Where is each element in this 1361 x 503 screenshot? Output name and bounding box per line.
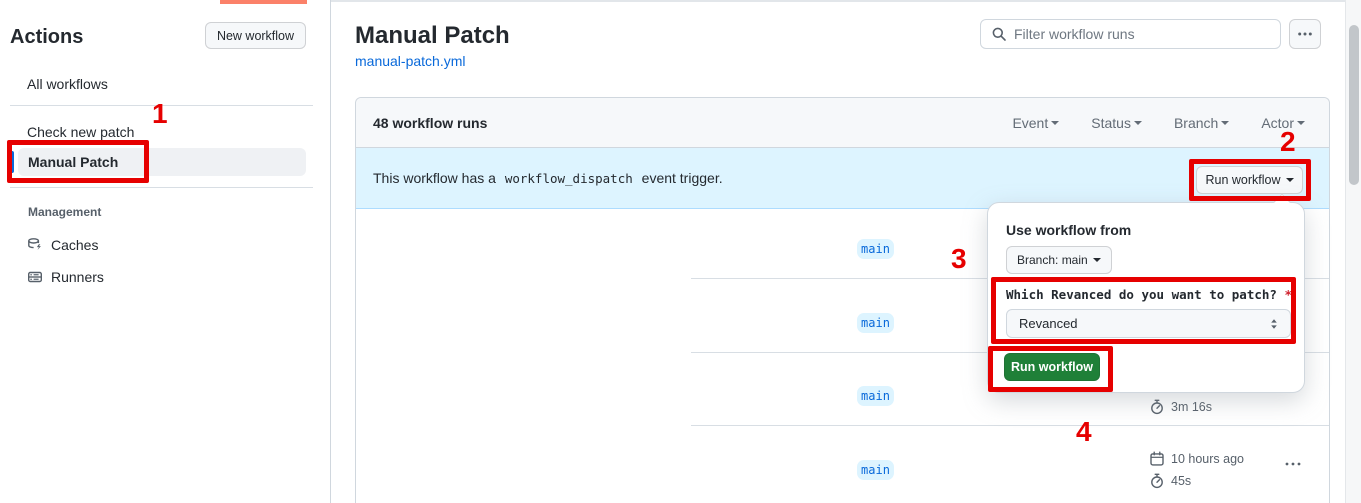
required-marker: * bbox=[1284, 287, 1292, 302]
branch-selector-button[interactable]: Branch: main bbox=[1006, 246, 1112, 274]
sidebar-item-label: Caches bbox=[51, 237, 99, 253]
branch-selector-label: Branch: main bbox=[1017, 253, 1088, 267]
annotation-highlight-top bbox=[220, 0, 307, 4]
filter-workflow-runs-input[interactable] bbox=[1014, 26, 1270, 42]
stopwatch-icon bbox=[1149, 473, 1165, 489]
run-workflow-label: Run workflow bbox=[1205, 173, 1281, 187]
sidebar-item-caches[interactable]: Caches bbox=[27, 237, 98, 253]
scrollbar-thumb[interactable] bbox=[1349, 25, 1359, 185]
duration-text: 45s bbox=[1171, 474, 1192, 488]
more-options-button[interactable] bbox=[1289, 19, 1321, 49]
branch-badge[interactable]: main bbox=[857, 386, 894, 406]
page-title: Manual Patch bbox=[355, 22, 510, 49]
triangle-down-icon bbox=[1221, 120, 1230, 129]
kebab-horizontal-icon bbox=[1297, 26, 1313, 42]
sidebar-title: Actions bbox=[10, 26, 84, 48]
run-workflow-dialog: Use workflow from Branch: main Which Rev… bbox=[987, 193, 1305, 393]
triangle-down-icon bbox=[1051, 120, 1060, 129]
banner-event-code: workflow_dispatch bbox=[504, 171, 633, 186]
branch-name: main bbox=[861, 389, 890, 403]
sidebar-item-all-workflows[interactable]: All workflows bbox=[27, 76, 108, 92]
cache-icon bbox=[27, 237, 43, 253]
branch-name: main bbox=[861, 463, 890, 477]
workflow-runs-table: 48 workflow runs Event Status Branch Act… bbox=[355, 97, 1330, 503]
scrollbar-track[interactable] bbox=[1345, 0, 1361, 503]
new-workflow-button[interactable]: New workflow bbox=[205, 22, 306, 49]
chevron-up-down-icon bbox=[1266, 316, 1282, 332]
input-label-text: Which Revanced do you want to patch? bbox=[1006, 287, 1277, 302]
actions-sidebar: Actions New workflow All workflows Check… bbox=[0, 0, 330, 503]
run-workflow-submit-button[interactable]: Run workflow bbox=[1004, 353, 1100, 381]
run-duration: 3m 16s bbox=[1149, 399, 1212, 415]
sidebar-item-check-new-patch[interactable]: Check new patch bbox=[27, 124, 135, 140]
sidebar-item-label: Manual Patch bbox=[28, 154, 119, 170]
dialog-title: Use workflow from bbox=[1006, 222, 1132, 238]
triangle-down-icon bbox=[1285, 178, 1294, 186]
workflow-input-label: Which Revanced do you want to patch? * bbox=[1006, 287, 1292, 302]
filter-actor-dropdown[interactable]: Actor bbox=[1261, 115, 1305, 131]
triangle-down-icon bbox=[1297, 120, 1305, 129]
filter-workflow-runs-field bbox=[980, 19, 1281, 49]
age-text: 10 hours ago bbox=[1171, 452, 1244, 466]
annotation-step-1: 1 bbox=[152, 98, 168, 129]
workflow-file-link[interactable]: manual-patch.yml bbox=[355, 53, 466, 69]
sidebar-item-runners[interactable]: Runners bbox=[27, 269, 104, 285]
sidebar-item-label: Runners bbox=[51, 269, 104, 285]
triangle-down-icon bbox=[1092, 258, 1101, 266]
active-item-indicator bbox=[10, 151, 14, 173]
row-divider bbox=[691, 425, 1329, 426]
workflow-dispatch-banner: This workflow has a workflow_dispatch ev… bbox=[356, 148, 1329, 209]
top-border bbox=[0, 0, 1361, 2]
search-icon bbox=[991, 26, 1007, 42]
filter-status-dropdown[interactable]: Status bbox=[1091, 115, 1142, 131]
triangle-down-icon bbox=[1133, 120, 1142, 129]
annotation-step-4: 4 bbox=[1076, 416, 1092, 447]
sidebar-item-manual-patch[interactable]: Manual Patch bbox=[18, 148, 306, 176]
duration-text: 3m 16s bbox=[1171, 400, 1212, 414]
sidebar-divider bbox=[10, 187, 313, 188]
management-section-label: Management bbox=[28, 205, 102, 219]
annotation-step-2: 2 bbox=[1280, 126, 1296, 157]
banner-text-after: event trigger. bbox=[641, 170, 723, 186]
sidebar-divider-vertical bbox=[330, 0, 331, 503]
run-options-button[interactable] bbox=[1284, 456, 1302, 477]
run-workflow-dropdown-button[interactable]: Run workflow bbox=[1196, 166, 1303, 194]
filter-label: Branch bbox=[1173, 114, 1219, 131]
branch-name: main bbox=[861, 242, 890, 256]
branch-badge[interactable]: main bbox=[857, 313, 894, 333]
workflow-runs-count: 48 workflow runs bbox=[373, 114, 488, 131]
kebab-horizontal-icon bbox=[1284, 456, 1302, 472]
banner-text-before: This workflow has a bbox=[373, 170, 496, 186]
runs-table-header: 48 workflow runs Event Status Branch Act… bbox=[356, 98, 1329, 148]
stopwatch-icon bbox=[1149, 399, 1165, 415]
branch-name: main bbox=[861, 316, 890, 330]
server-icon bbox=[27, 269, 43, 285]
filter-label: Actor bbox=[1261, 114, 1294, 131]
filter-branch-dropdown[interactable]: Branch bbox=[1173, 114, 1230, 131]
run-age: 10 hours ago bbox=[1149, 451, 1244, 467]
branch-badge[interactable]: main bbox=[857, 460, 894, 480]
annotation-step-3: 3 bbox=[951, 243, 967, 274]
banner-text: This workflow has a workflow_dispatch ev… bbox=[373, 170, 723, 186]
branch-badge[interactable]: main bbox=[857, 239, 894, 259]
select-value: Revanced bbox=[1019, 316, 1078, 331]
run-duration: 45s bbox=[1149, 473, 1191, 489]
filter-event-dropdown[interactable]: Event bbox=[1012, 114, 1060, 131]
calendar-icon bbox=[1149, 451, 1165, 467]
filter-label: Status bbox=[1091, 114, 1131, 131]
revanced-select[interactable]: Revanced bbox=[1006, 309, 1291, 338]
sidebar-divider bbox=[10, 105, 313, 106]
filter-label: Event bbox=[1012, 114, 1049, 131]
